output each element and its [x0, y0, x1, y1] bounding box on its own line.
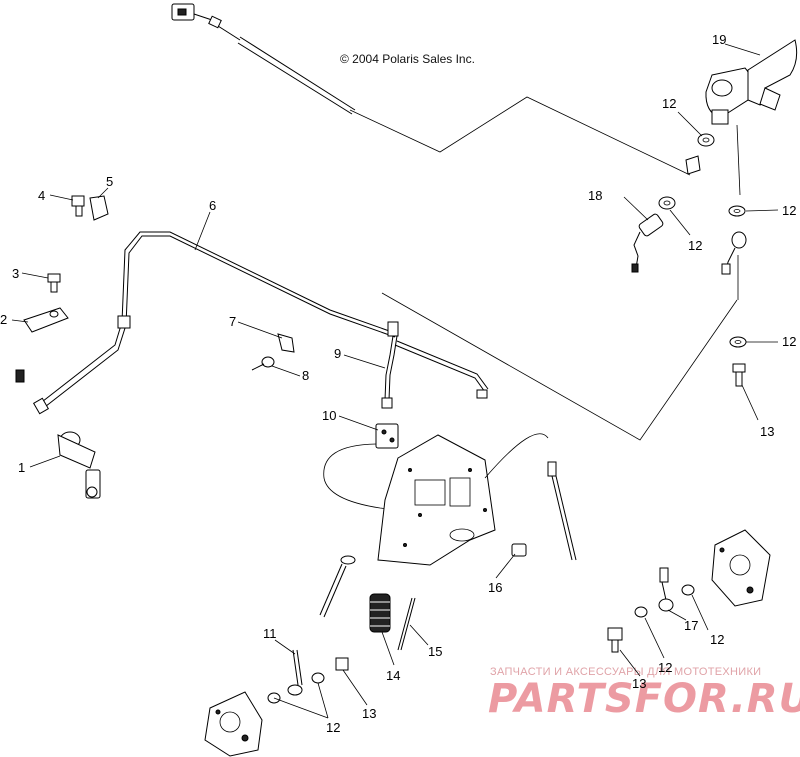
callout-labels: 1 2 3 4 5 6 7 8 9 10 11 12 13 14 15 16 1… [0, 32, 796, 735]
return-spring [369, 593, 416, 651]
callout-6: 6 [209, 198, 216, 213]
callout-3: 3 [12, 266, 19, 281]
upper-cable [171, 3, 356, 115]
callout-12-right-upper: 12 [782, 203, 796, 218]
bolt-small [47, 273, 61, 293]
watermark-tagline: ЗАПЧАСТИ И АКСЕССУАРЫ ДЛЯ МОТОТЕХНИКИ [490, 666, 762, 678]
callout-13-right: 13 [760, 424, 774, 439]
callout-12-upper: 12 [662, 96, 676, 111]
callout-12-lower-left: 12 [326, 720, 340, 735]
leader-lines [349, 96, 741, 441]
callout-10: 10 [322, 408, 336, 423]
bushing [511, 543, 527, 557]
callout-4: 4 [38, 188, 45, 203]
caliper-right-assembly [607, 529, 771, 653]
callout-2: 2 [0, 312, 7, 327]
brake-line-main [32, 231, 396, 415]
callout-11: 11 [263, 626, 277, 641]
callout-7: 7 [229, 314, 236, 329]
callout-17: 17 [684, 618, 698, 633]
brake-light-switch [631, 213, 664, 273]
copyright-notice: © 2004 Polaris Sales Inc. [340, 52, 475, 66]
callout-19: 19 [712, 32, 726, 47]
lower-cable-left [319, 555, 356, 618]
master-cylinder [705, 39, 798, 125]
callout-pointers [11, 43, 779, 719]
brake-cable-right [484, 433, 577, 561]
callout-5: 5 [106, 174, 113, 189]
mounting-bracket [23, 307, 69, 333]
brake-line-short [381, 321, 489, 409]
callout-8: 8 [302, 368, 309, 383]
callout-16: 16 [488, 580, 502, 595]
brake-fitting-left [15, 369, 101, 499]
upper-fittings [658, 133, 747, 387]
callout-18: 18 [588, 188, 602, 203]
callout-14: 14 [386, 668, 400, 683]
line-clamp [251, 333, 295, 371]
callout-12-right-lower: 12 [782, 334, 796, 349]
callout-12-switch: 12 [688, 238, 702, 253]
callout-13-lower-left: 13 [362, 706, 376, 721]
callout-13-lower-right: 13 [632, 676, 646, 691]
callout-15: 15 [428, 644, 442, 659]
caliper-left-assembly [204, 649, 349, 757]
callout-12-lower-mid: 12 [658, 660, 672, 675]
callout-9: 9 [334, 346, 341, 361]
callout-1: 1 [18, 460, 25, 475]
callout-12-lower-right: 12 [710, 632, 724, 647]
screw-and-clip [71, 195, 109, 221]
frame-plate [377, 434, 496, 566]
watermark-logo: PARTSFOR.RU [488, 676, 800, 722]
